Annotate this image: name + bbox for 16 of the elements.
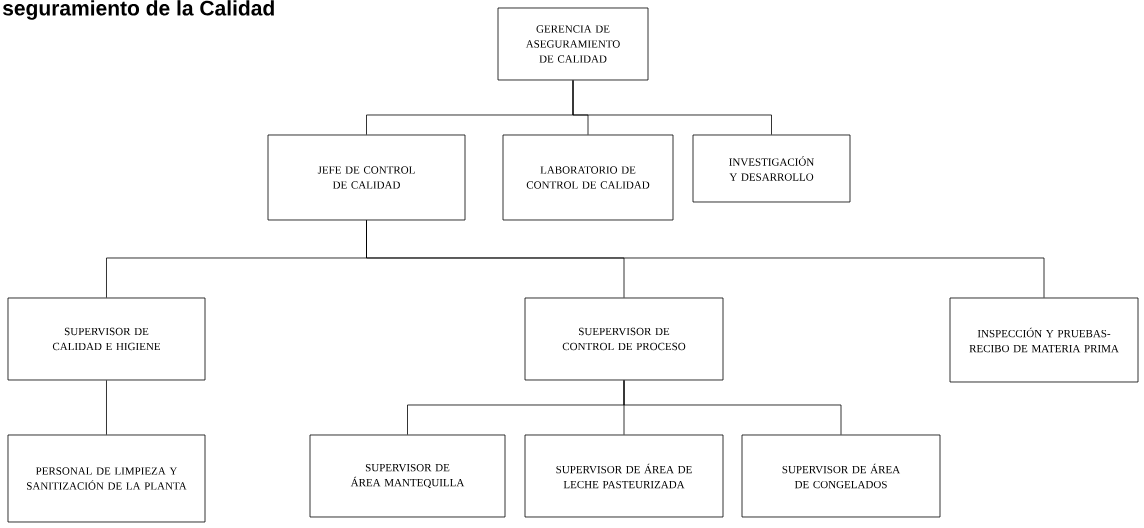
- org-box: JEFE DE CONTROL DE CALIDAD: [267, 134, 466, 221]
- org-box: INSPECCIÓN Y PRUEBAS-RECIBO DE MATERIA PRIMA: [949, 297, 1139, 383]
- org-box: GERENCIA DE ASEGURAMIENTO DE CALIDAD: [497, 7, 649, 81]
- connector-line: [366, 220, 1045, 298]
- title: seguramiento de la Calidad: [2, 0, 274, 20]
- org-box: PERSONAL DE LIMPIEZA Y SANITIZACIÓN DE LA PLANTA: [7, 434, 206, 523]
- connector-line: [572, 80, 772, 135]
- connector-line: [623, 380, 842, 435]
- org-box: SUPERVISOR DE ÁREA DE CONGELADOS: [741, 434, 941, 518]
- org-box: SUEPERVISOR DE CONTROL DE PROCESO: [524, 297, 724, 381]
- connector-line: [106, 380, 107, 435]
- org-box: LABORATORIO DE CONTROL DE CALIDAD: [502, 134, 674, 221]
- org-box: SUPERVISOR DE CALIDAD E HIGIENE: [7, 297, 206, 381]
- org-box: INVESTIGACIÓN Y DESARROLLO: [692, 134, 851, 203]
- org-box: SUPERVISOR DE ÁREA DE LECHE PASTEURIZADA: [524, 434, 724, 518]
- org-box: SUPERVISOR DE ÁREA MANTEQUILLA: [309, 434, 506, 518]
